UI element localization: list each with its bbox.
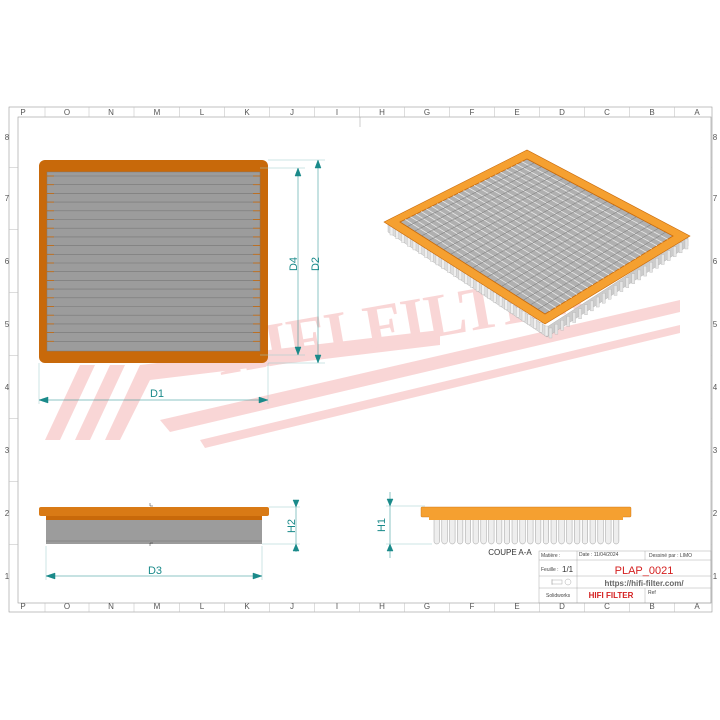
column-label: D: [559, 602, 565, 611]
column-label: B: [649, 602, 654, 611]
column-label: G: [424, 108, 430, 117]
row-label: 8: [5, 133, 10, 142]
website-url: https://hifi-filter.com/: [604, 579, 684, 588]
dimension-d2: D2: [310, 257, 322, 271]
dimension-d4: D4: [288, 257, 300, 271]
drawing-border: [17, 116, 712, 604]
column-label: M: [154, 602, 161, 611]
row-label: 3: [5, 446, 10, 455]
column-label: N: [108, 602, 114, 611]
column-label: J: [290, 108, 294, 117]
column-label: I: [336, 602, 338, 611]
row-label: 7: [5, 194, 10, 203]
row-label: 1: [5, 572, 10, 581]
dimension-d3: D3: [148, 565, 162, 577]
column-label: L: [200, 108, 205, 117]
column-label: I: [336, 108, 338, 117]
column-label: H: [379, 602, 385, 611]
column-label: J: [290, 602, 294, 611]
column-label: E: [514, 602, 519, 611]
section-label: COUPE A-A: [488, 548, 532, 557]
date-label: Date : 11/04/2024: [579, 552, 619, 558]
column-label: M: [154, 108, 161, 117]
title-block: [538, 550, 712, 604]
column-label: O: [64, 108, 70, 117]
dimension-h1: H1: [376, 518, 388, 532]
column-label: F: [470, 602, 475, 611]
top-view: [39, 160, 268, 363]
column-label: L: [200, 602, 205, 611]
row-label: 1: [713, 572, 718, 581]
column-label: C: [604, 602, 610, 611]
column-label: P: [20, 108, 25, 117]
row-label: 4: [713, 383, 718, 392]
software-label: Solidworks: [546, 593, 571, 599]
material-label: Matière :: [541, 553, 560, 559]
row-label: 2: [5, 509, 10, 518]
dimension-lines-side: [45, 492, 432, 580]
row-label: 7: [713, 194, 718, 203]
column-label: B: [649, 108, 654, 117]
sheet-border: [8, 106, 713, 613]
column-label: O: [64, 602, 70, 611]
row-label: 8: [713, 133, 718, 142]
column-label: G: [424, 602, 430, 611]
ref-label: Ref: [648, 590, 656, 596]
side-view: [39, 503, 269, 546]
column-label: F: [470, 108, 475, 117]
dimension-d1: D1: [150, 388, 164, 400]
column-label: D: [559, 108, 565, 117]
drawn-by-label: Dessiné par : LIMO: [649, 553, 692, 559]
row-labels-right: 8 7 6 5 4 3 2 1: [711, 133, 718, 581]
part-number: PLAP_0021: [615, 565, 674, 577]
column-label: A: [694, 602, 700, 611]
row-label: 6: [5, 257, 10, 266]
isometric-view: [383, 149, 691, 339]
column-label: E: [514, 108, 519, 117]
row-label: 5: [5, 320, 10, 329]
column-label: A: [694, 108, 700, 117]
row-label: 4: [5, 383, 10, 392]
row-label: 6: [713, 257, 718, 266]
row-label: 2: [713, 509, 718, 518]
section-view: [420, 506, 632, 545]
sheet-label: Feuille :: [541, 567, 559, 573]
dimension-lines: [38, 159, 325, 404]
column-label: K: [244, 108, 250, 117]
row-labels-left: 8 7 6 5 4 3 2 1: [5, 133, 18, 581]
sheet-value: 1/1: [562, 565, 574, 574]
row-label: 3: [713, 446, 718, 455]
column-label: N: [108, 108, 114, 117]
column-label: C: [604, 108, 610, 117]
row-label: 5: [713, 320, 718, 329]
column-label: K: [244, 602, 250, 611]
dimension-h2: H2: [286, 519, 298, 533]
column-label: H: [379, 108, 385, 117]
column-label: P: [20, 602, 25, 611]
brand-name: HIFI FILTER: [589, 591, 634, 600]
